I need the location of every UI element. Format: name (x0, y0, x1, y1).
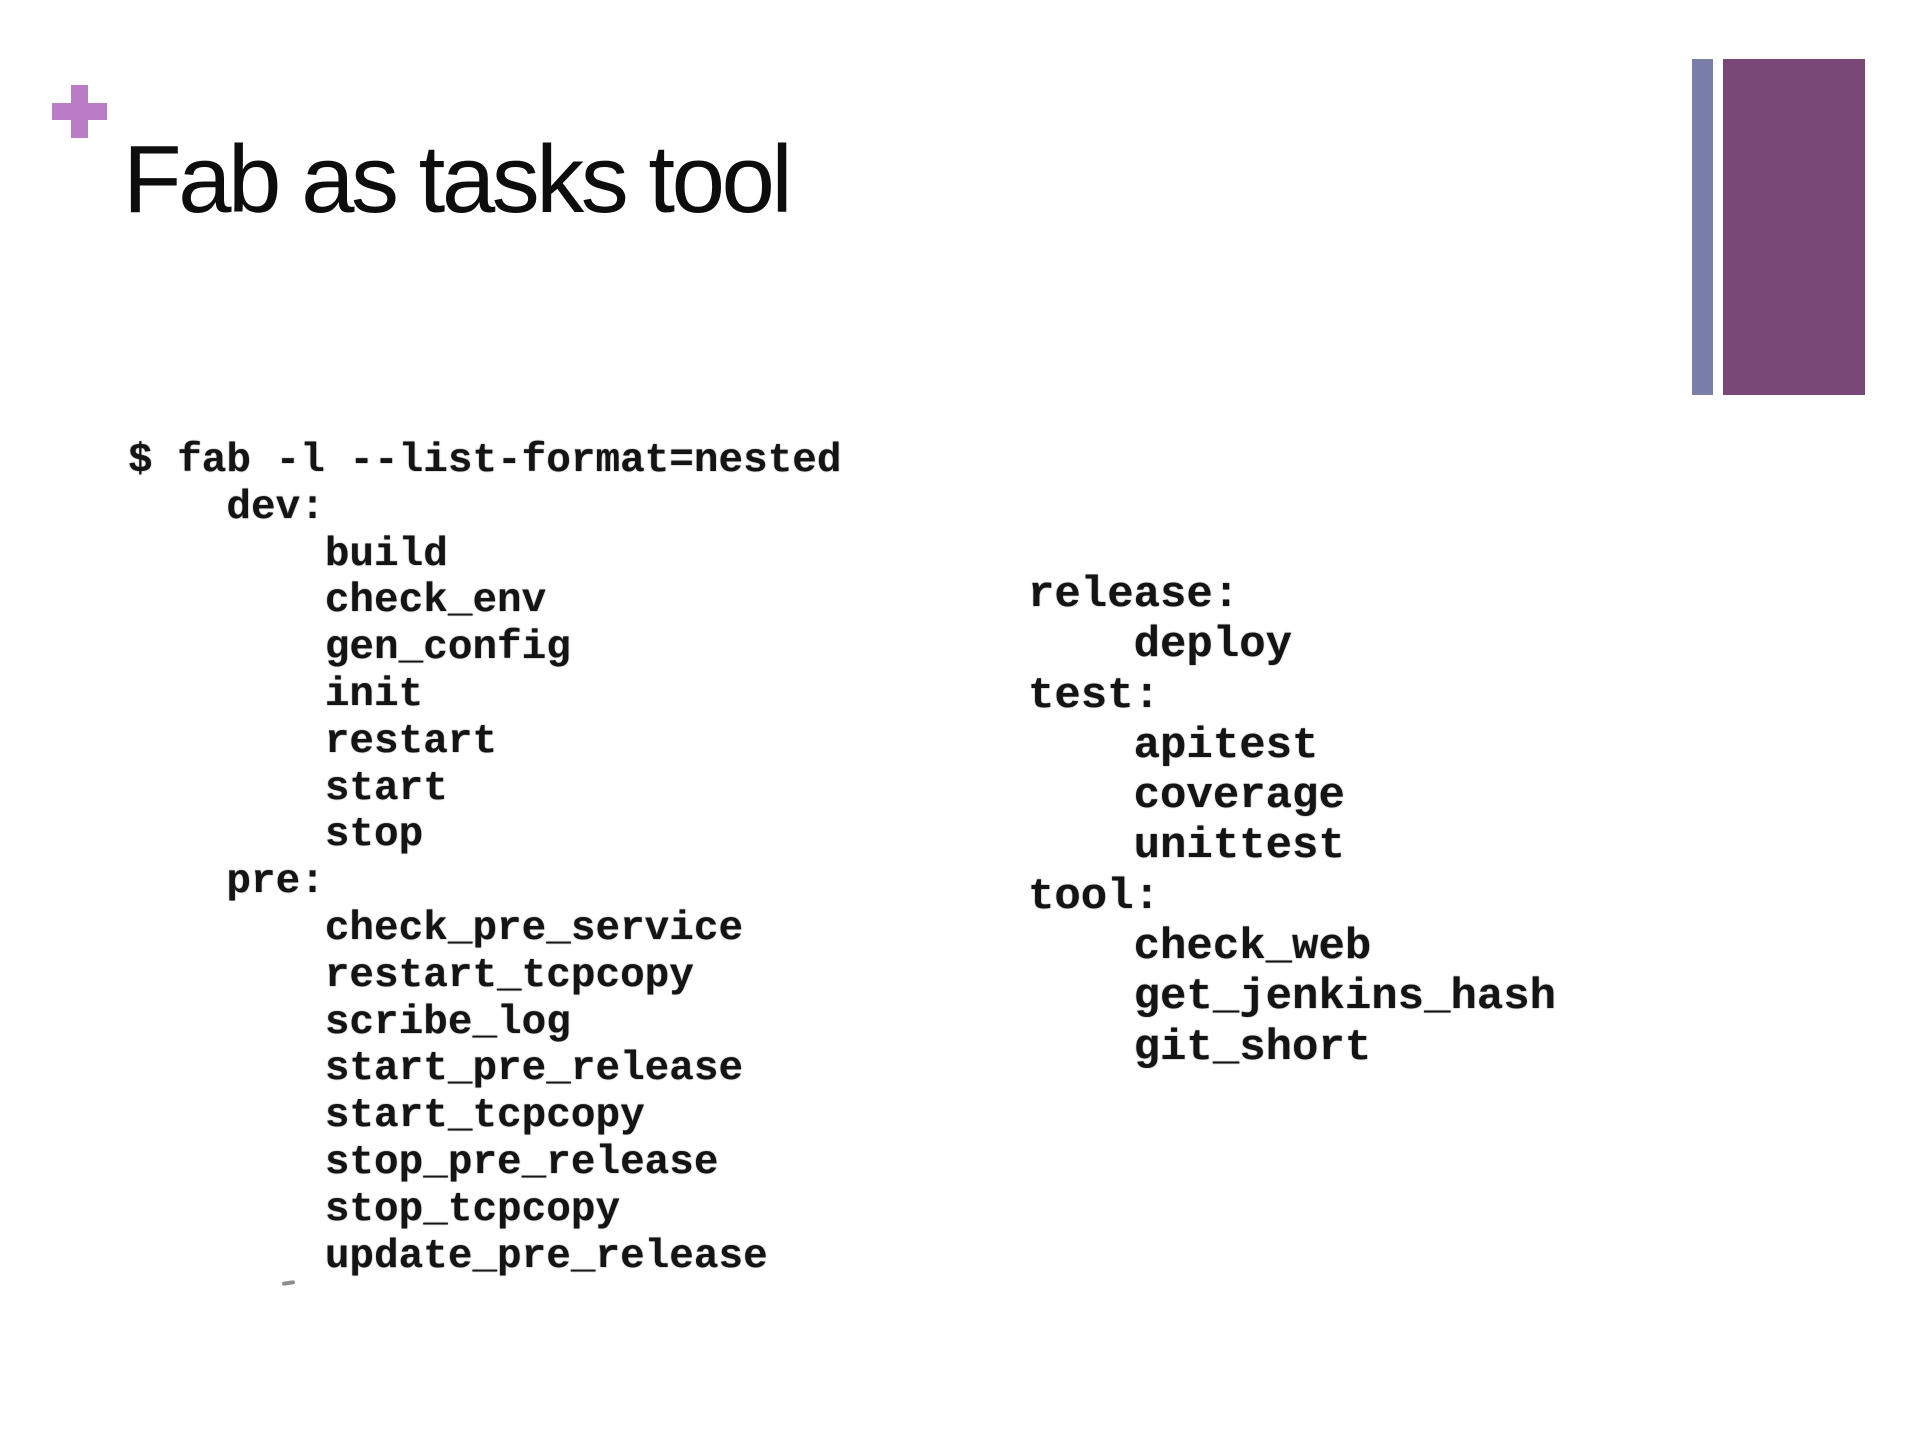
plus-icon-horizontal-bar (52, 103, 107, 120)
terminal-output-right: release: deploy test: apitest coverage u… (1028, 570, 1557, 1073)
accent-bar-thin (1692, 59, 1713, 395)
plus-icon (52, 85, 107, 138)
page-title: Fab as tasks tool (123, 126, 793, 233)
accent-bar-wide (1723, 59, 1865, 395)
terminal-output-left: $ fab -l --list-format=nested dev: build… (128, 438, 842, 1280)
cropped-character-artifact (281, 1280, 296, 1286)
